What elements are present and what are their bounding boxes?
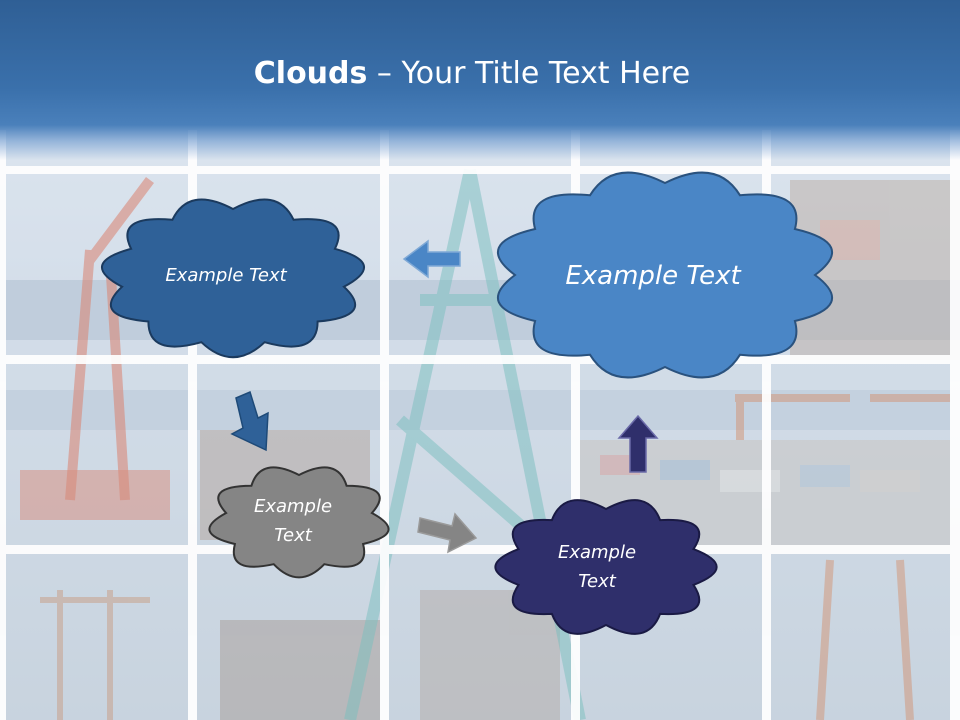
cloud-top-left-text: Example Text [165,265,287,286]
title-bold: Clouds [253,56,368,91]
cloud-top-left[interactable]: Example Text [101,198,365,359]
cloud-bottom-right-line-2: Text [578,571,616,592]
title-bar: Clouds – Your Title Text Here [0,0,960,160]
cloud-top-right-text: Example Text [565,261,741,291]
arrow-left-icon [402,239,461,279]
title-rest: Your Title Text Here [401,56,691,91]
cloud-top-right[interactable]: Example Text [496,171,834,379]
arrow-right-icon [417,512,478,554]
cloud-bottom-right-line-1: Example [558,542,636,563]
cloud-middle-left-line-1: Example [254,496,332,517]
cloud-top-right-line-1: Example Text [565,261,741,291]
cloud-middle-left-line-2: Text [274,525,312,546]
cloud-top-left-line-1: Example Text [165,265,287,286]
title-separator: – [367,56,402,91]
arrow-up-icon [617,414,659,473]
arrow-down-icon [230,390,269,452]
slide-title[interactable]: Clouds – Your Title Text Here [0,56,944,91]
